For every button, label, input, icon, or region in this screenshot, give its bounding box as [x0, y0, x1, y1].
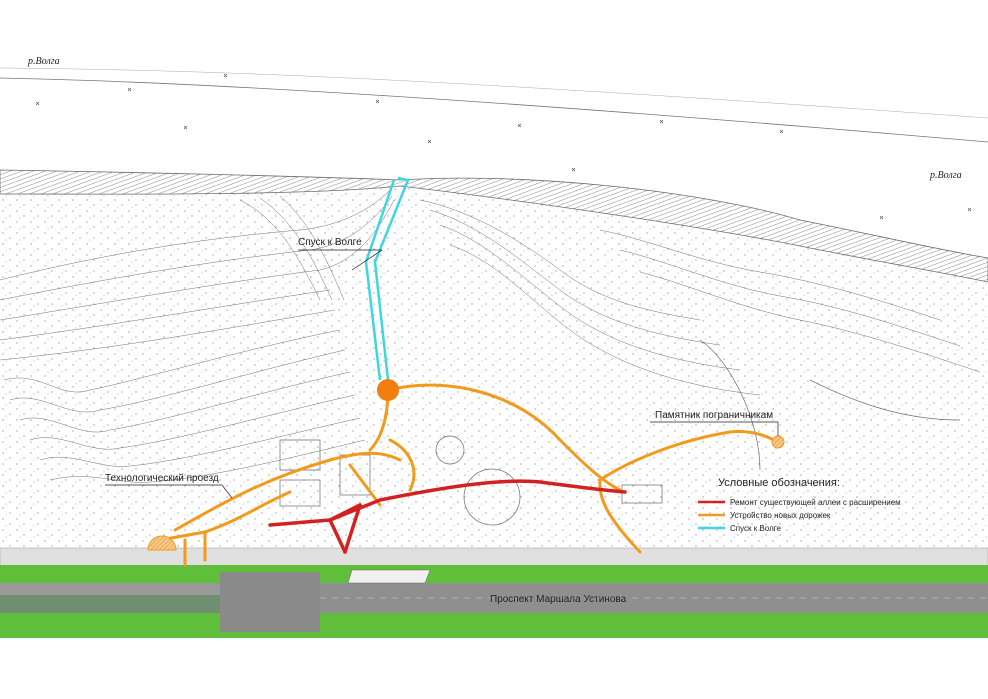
river-marks — [35, 73, 972, 220]
river-volga — [0, 67, 988, 143]
slope-area — [0, 186, 988, 550]
monument-node — [771, 435, 785, 449]
legend-item-repair: Ремонт существующей аллеи с расширением — [730, 498, 901, 507]
tech-road-label: Технологический проезд — [105, 473, 219, 484]
monument-label: Памятник пограничникам — [655, 410, 773, 421]
river-label-right: р.Волга — [929, 170, 962, 181]
legend: Условные обозначения: Ремонт существующе… — [698, 477, 901, 533]
legend-title: Условные обозначения: — [718, 477, 840, 489]
river-label-left: р.Волга — [27, 56, 60, 67]
legend-item-new-paths: Устройство новых дорожек — [730, 511, 831, 520]
descent-path — [364, 176, 410, 381]
existing-structures — [279, 339, 961, 526]
descent-node — [377, 379, 399, 401]
descent-label: Спуск к Волге — [298, 237, 362, 248]
avenue-road — [0, 547, 988, 638]
tech-road-turnaround — [147, 535, 177, 551]
contour-lines — [0, 189, 981, 483]
repair-alley — [268, 479, 627, 554]
legend-item-descent: Спуск к Волге — [730, 524, 781, 533]
avenue-label: Проспект Маршала Устинова — [490, 594, 627, 605]
leader-lines — [105, 249, 779, 499]
